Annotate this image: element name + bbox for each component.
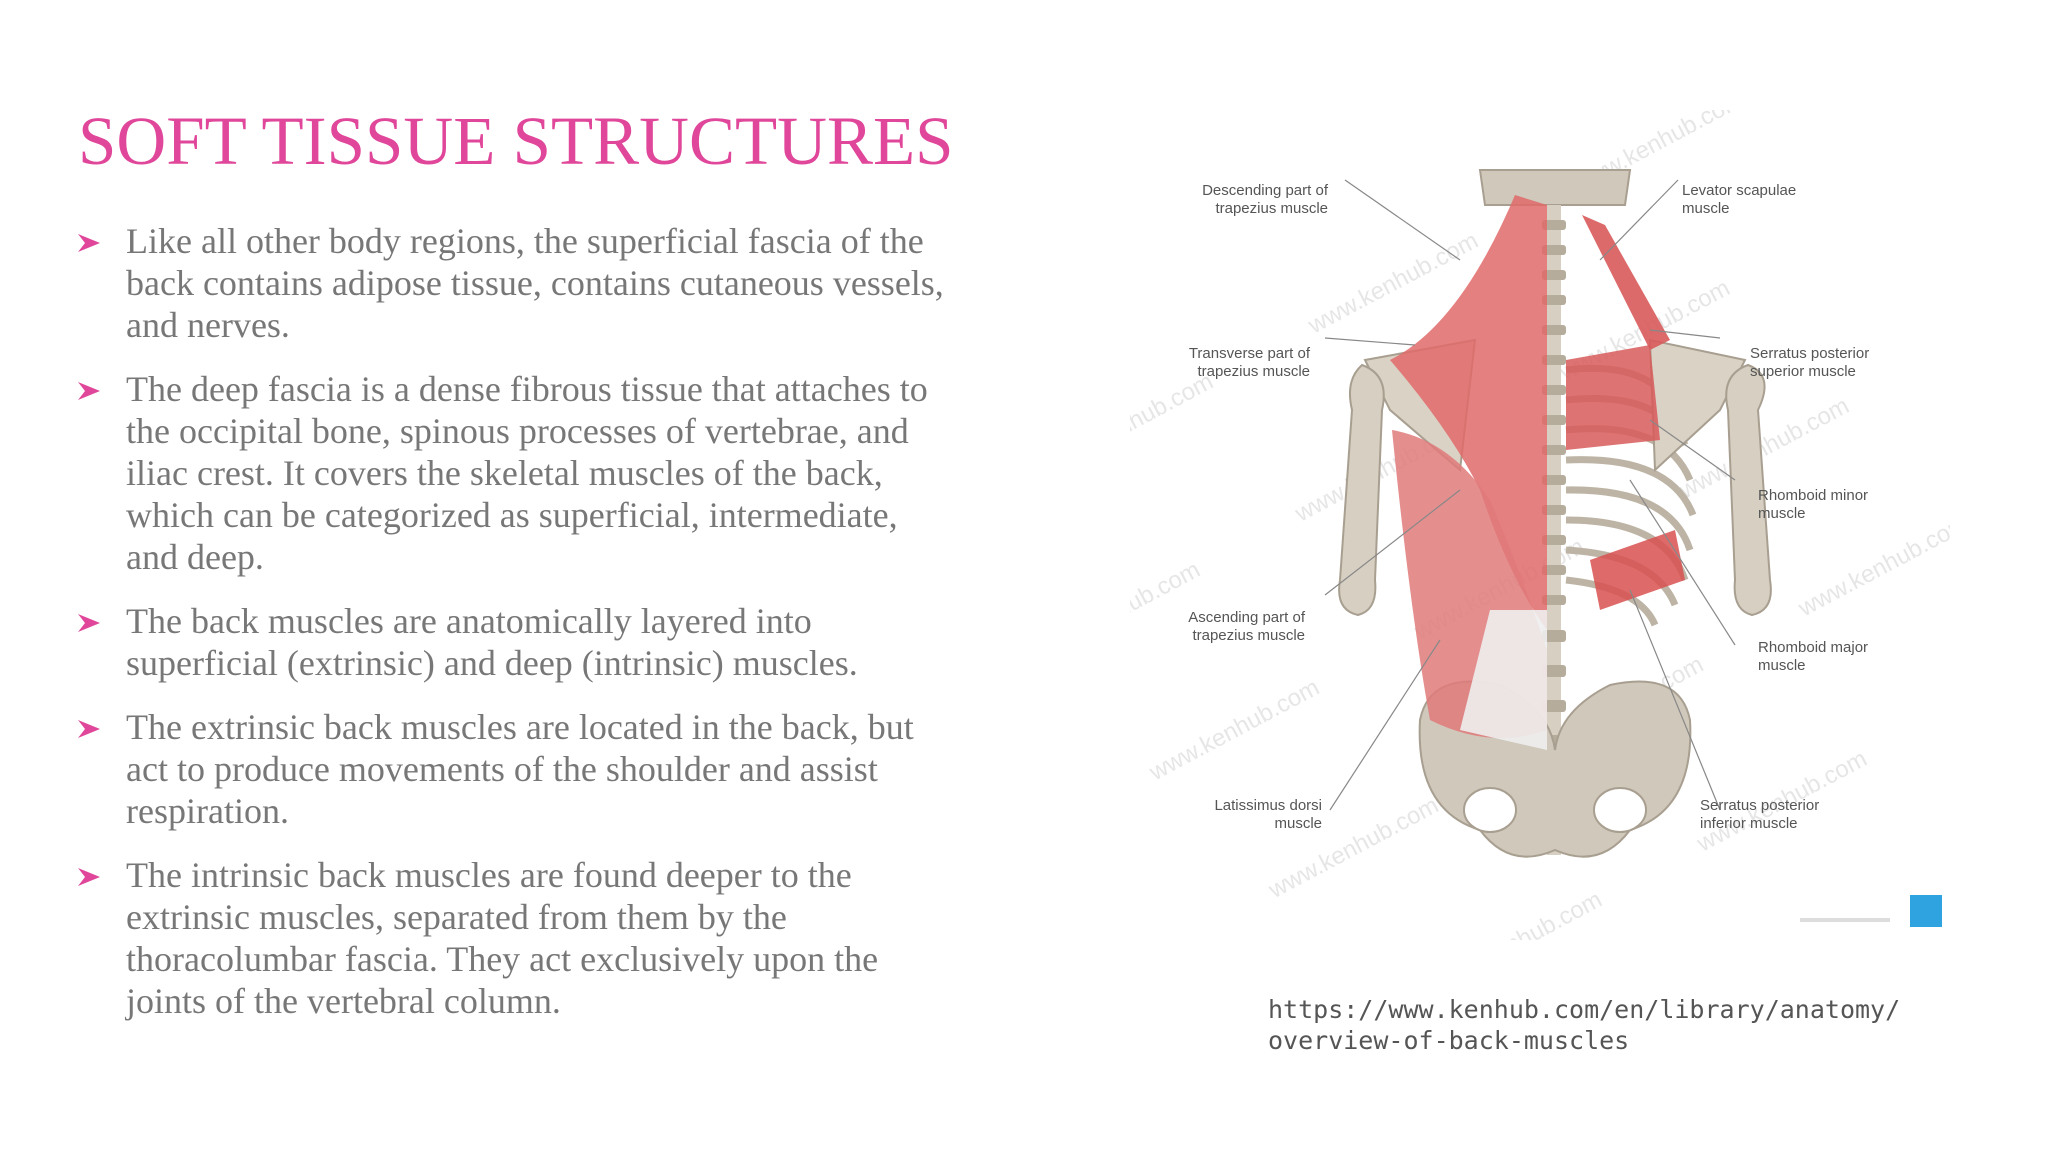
svg-text:trapezius muscle: trapezius muscle bbox=[1197, 363, 1310, 380]
bullet-text: Like all other body regions, the superfi… bbox=[126, 221, 944, 345]
svg-text:inferior muscle: inferior muscle bbox=[1700, 815, 1798, 832]
svg-text:muscle: muscle bbox=[1758, 505, 1806, 522]
svg-text:trapezius muscle: trapezius muscle bbox=[1192, 627, 1305, 644]
arrowhead-bullet-icon bbox=[78, 382, 100, 400]
bullet-text: The back muscles are anatomically layere… bbox=[126, 601, 858, 683]
label-ascending-trapezius: Ascending part of bbox=[1188, 609, 1306, 626]
label-descending-trapezius: Descending part of bbox=[1202, 182, 1329, 199]
bullet-item: The extrinsic back muscles are located i… bbox=[78, 706, 958, 832]
levator-scapulae-muscle bbox=[1582, 215, 1670, 350]
arrowhead-bullet-icon bbox=[78, 614, 100, 632]
label-transverse-trapezius: Transverse part of bbox=[1189, 345, 1311, 362]
label-rhomboid-major: Rhomboid major bbox=[1758, 639, 1868, 656]
bullet-text: The deep fascia is a dense fibrous tissu… bbox=[126, 369, 928, 577]
back-muscles-illustration: www.kenhub.com www.kenhub.com www.kenhub… bbox=[1130, 110, 1950, 940]
source-caption: https://www.kenhub.com/en/library/anatom… bbox=[1268, 994, 1908, 1056]
bullet-item: The intrinsic back muscles are found dee… bbox=[78, 854, 958, 1022]
thoracolumbar-fascia bbox=[1460, 610, 1547, 750]
svg-text:muscle: muscle bbox=[1274, 815, 1322, 832]
figure-labels: Descending part of trapezius muscle Leva… bbox=[1188, 182, 1869, 832]
label-latissimus-dorsi: Latissimus dorsi bbox=[1214, 797, 1322, 814]
svg-text:muscle: muscle bbox=[1682, 200, 1730, 217]
svg-text:trapezius muscle: trapezius muscle bbox=[1215, 200, 1328, 217]
trapezius-muscle bbox=[1390, 195, 1547, 630]
label-serratus-inferior: Serratus posterior bbox=[1700, 797, 1819, 814]
bullet-item: The deep fascia is a dense fibrous tissu… bbox=[78, 368, 958, 578]
arrowhead-bullet-icon bbox=[78, 720, 100, 738]
svg-text:muscle: muscle bbox=[1758, 657, 1806, 674]
leader-lines bbox=[1324, 179, 1736, 811]
bullet-list: Like all other body regions, the superfi… bbox=[78, 220, 958, 1044]
caption-line-2: overview-of-back-muscles bbox=[1268, 1026, 1630, 1055]
skull-base bbox=[1478, 169, 1632, 206]
arrowhead-bullet-icon bbox=[78, 868, 100, 886]
kenhub-logo-icon bbox=[1910, 895, 1942, 927]
bullet-item: The back muscles are anatomically layere… bbox=[78, 600, 958, 684]
serratus-posterior-inferior-muscle bbox=[1590, 530, 1685, 610]
right-humerus bbox=[1725, 363, 1772, 617]
rhomboid-muscle bbox=[1566, 345, 1660, 450]
left-humerus bbox=[1338, 363, 1385, 617]
label-serratus-superior: Serratus posterior bbox=[1750, 345, 1869, 362]
arrowhead-bullet-icon bbox=[78, 234, 100, 252]
svg-text:superior muscle: superior muscle bbox=[1750, 363, 1856, 380]
slide-title: SOFT TISSUE STRUCTURES bbox=[78, 103, 954, 179]
bullet-text: The extrinsic back muscles are located i… bbox=[126, 707, 914, 831]
bullet-item: Like all other body regions, the superfi… bbox=[78, 220, 958, 346]
label-rhomboid-minor: Rhomboid minor bbox=[1758, 487, 1868, 504]
muscle-layer bbox=[1390, 195, 1685, 750]
caption-line-1: https://www.kenhub.com/en/library/anatom… bbox=[1268, 995, 1901, 1024]
label-levator-scapulae: Levator scapulae bbox=[1682, 182, 1796, 199]
vertebral-column bbox=[1542, 205, 1566, 855]
bullet-text: The intrinsic back muscles are found dee… bbox=[126, 855, 879, 1021]
